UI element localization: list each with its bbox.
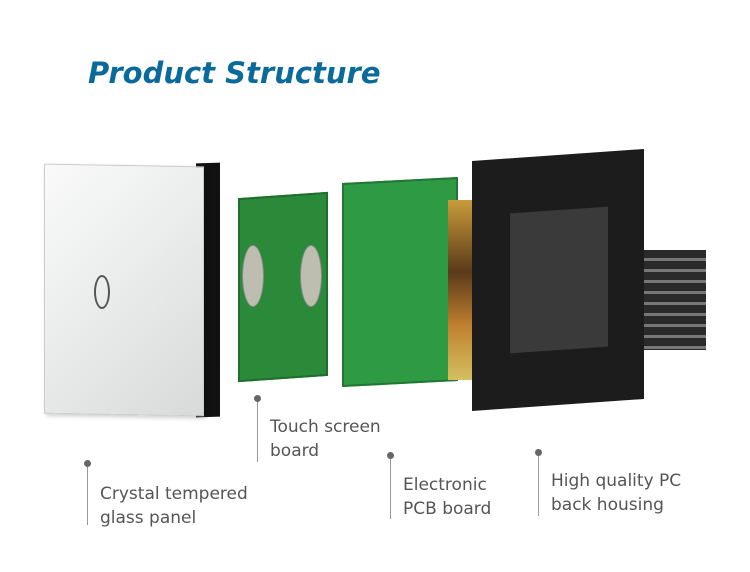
back-housing-label: High quality PC back housing [551,469,681,517]
glass-panel-image [44,163,204,417]
callout-pin [254,395,261,462]
housing-fins [640,250,706,350]
label-line: board [270,441,320,461]
back-housing-cavity [510,206,608,354]
touch-pad [300,245,322,307]
label-line: back housing [551,495,664,515]
glass-panel-label: Crystal tempered glass panel [100,482,248,530]
page-title: Product Structure [88,56,381,90]
touch-pad [242,245,264,307]
label-line: glass panel [100,508,197,528]
pcb-board-label: Electronic PCB board [403,473,491,521]
callout-pin [84,460,91,525]
label-line: Touch screen [270,417,381,437]
pcb-board-image [342,176,458,388]
touch-button-icon [94,275,110,309]
label-line: PCB board [403,499,492,519]
label-line: Electronic [403,475,487,495]
label-line: High quality PC [551,471,682,491]
touch-board-label: Touch screen board [270,415,381,463]
callout-pin [387,452,394,519]
label-line: Crystal tempered [100,484,248,504]
callout-pin [535,449,542,516]
